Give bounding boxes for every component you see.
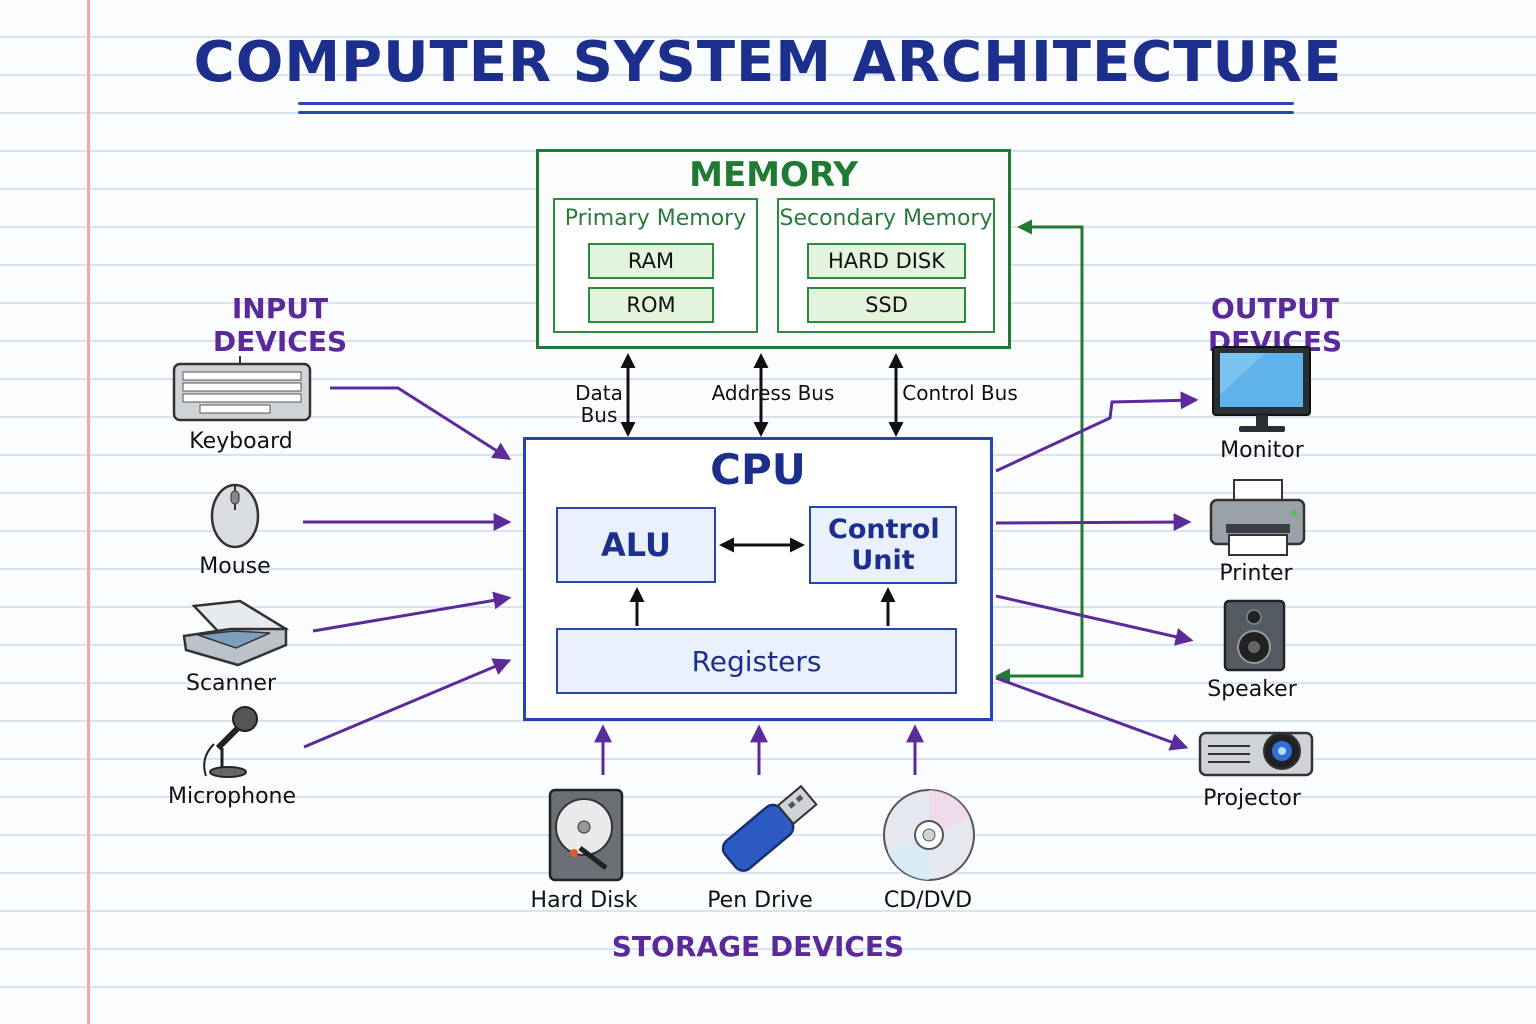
cpu-title: CPU — [710, 445, 806, 494]
registers-box: Registers — [556, 628, 957, 694]
input-devices-title: INPUT DEVICES — [212, 292, 348, 358]
scanner-label: Scanner — [185, 671, 276, 696]
monitor-label: Monitor — [1220, 438, 1304, 463]
rom-chip: ROM — [588, 287, 714, 323]
projector-arrow — [995, 676, 1189, 751]
output-devices-title: OUTPUT DEVICES — [1207, 292, 1343, 358]
keyboard-icon — [172, 356, 312, 422]
speaker-label: Speaker — [1207, 677, 1297, 702]
hard-disk-chip: HARD DISK — [807, 243, 966, 279]
control-unit-box: Control Unit — [809, 506, 957, 584]
printer-icon — [1209, 479, 1306, 556]
secondary-memory-label: Secondary Memory — [779, 206, 993, 231]
mouse-icon — [210, 483, 260, 549]
microphone-arrow — [303, 658, 512, 749]
memory-title: MEMORY — [689, 155, 858, 195]
data-bus-label: Data Bus — [575, 381, 623, 427]
alu-label: ALU — [601, 526, 671, 564]
pen-drive-icon — [721, 784, 818, 872]
projector-label: Projector — [1203, 786, 1301, 811]
memory-feedback-arrow — [999, 225, 1084, 678]
monitor-icon — [1212, 346, 1311, 432]
microphone-icon — [203, 706, 258, 778]
scanner-icon — [182, 599, 290, 667]
control-bus-label: Control Bus — [902, 381, 1018, 405]
hard-disk-label: Hard Disk — [530, 888, 638, 913]
pen-drive-label: Pen Drive — [707, 888, 813, 913]
scanner-arrow — [312, 591, 512, 633]
speaker-icon — [1223, 599, 1286, 672]
mouse-label: Mouse — [199, 554, 271, 579]
page-title: COMPUTER SYSTEM ARCHITECTURE — [193, 30, 1343, 95]
storage-devices-title: STORAGE DEVICES — [611, 930, 905, 963]
control-unit-label: Control Unit — [828, 514, 940, 576]
projector-icon — [1198, 731, 1314, 777]
notebook-margin-line — [87, 0, 90, 1024]
keyboard-label: Keyboard — [189, 429, 293, 454]
primary-memory-label: Primary Memory — [564, 206, 747, 231]
keyboard-arrow — [330, 386, 512, 460]
ram-chip: RAM — [588, 243, 714, 279]
cd-dvd-icon — [883, 789, 975, 881]
monitor-arrow — [995, 391, 1199, 473]
alu-box: ALU — [556, 507, 716, 583]
speaker-arrow — [995, 594, 1194, 646]
hard-disk-icon — [548, 788, 624, 882]
cd-dvd-label: CD/DVD — [883, 888, 973, 913]
ssd-chip: SSD — [807, 287, 966, 323]
title-underline-2 — [298, 111, 1294, 114]
printer-label: Printer — [1219, 561, 1293, 586]
address-bus-label: Address Bus — [711, 381, 835, 405]
title-underline — [298, 102, 1294, 105]
registers-label: Registers — [691, 644, 822, 678]
microphone-label: Microphone — [167, 784, 297, 809]
printer-arrow — [995, 513, 1192, 532]
